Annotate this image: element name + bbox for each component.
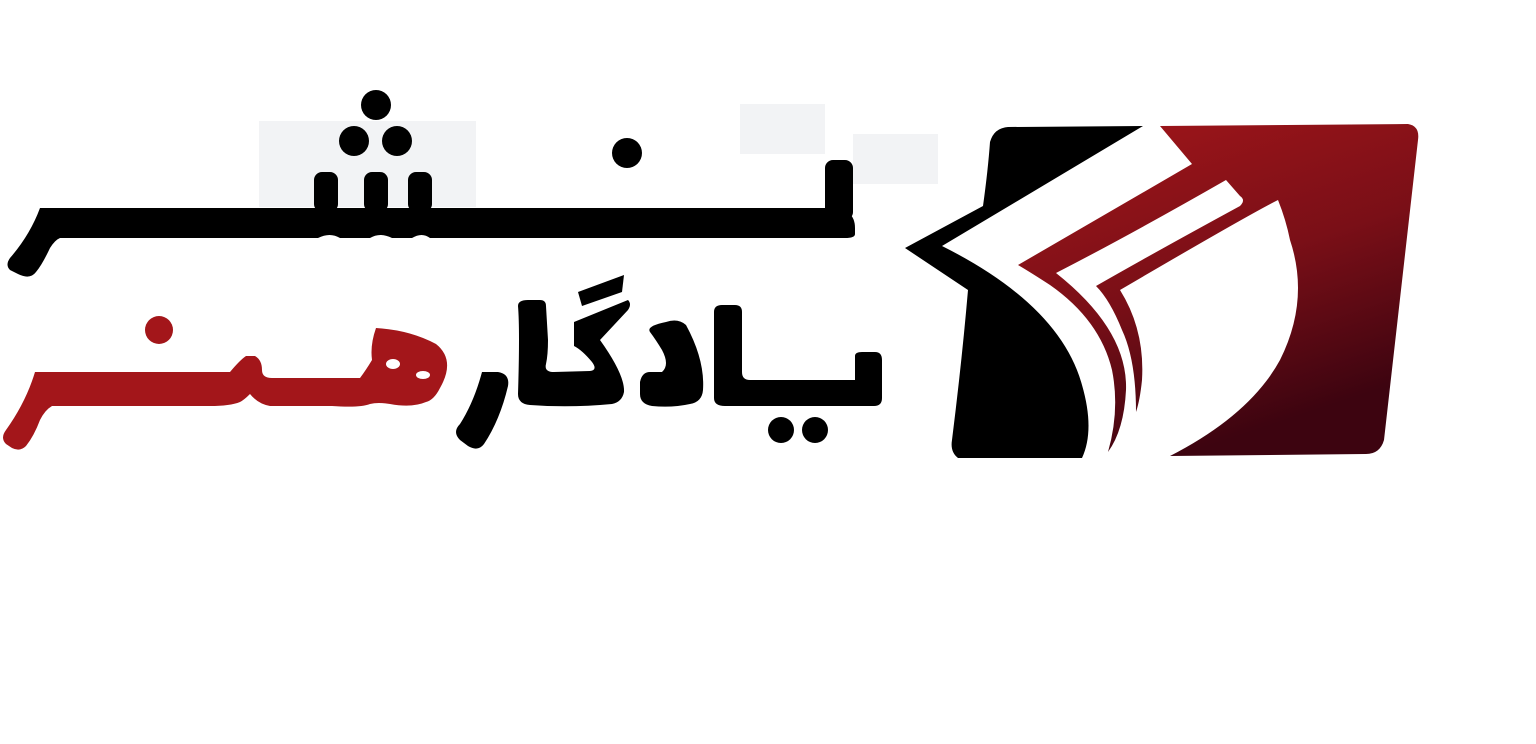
backdrop-tint-mid (740, 104, 825, 154)
wordmark-line2-red (3, 316, 448, 450)
emblem-right-page (1018, 124, 1419, 456)
wordmark-line2-counters (386, 359, 430, 379)
backdrop-tint-right (853, 134, 938, 184)
wordmark-line1-glyphs (7, 90, 855, 277)
emblem-left-page (905, 126, 1143, 458)
wordmark-line2-dark (456, 275, 882, 449)
